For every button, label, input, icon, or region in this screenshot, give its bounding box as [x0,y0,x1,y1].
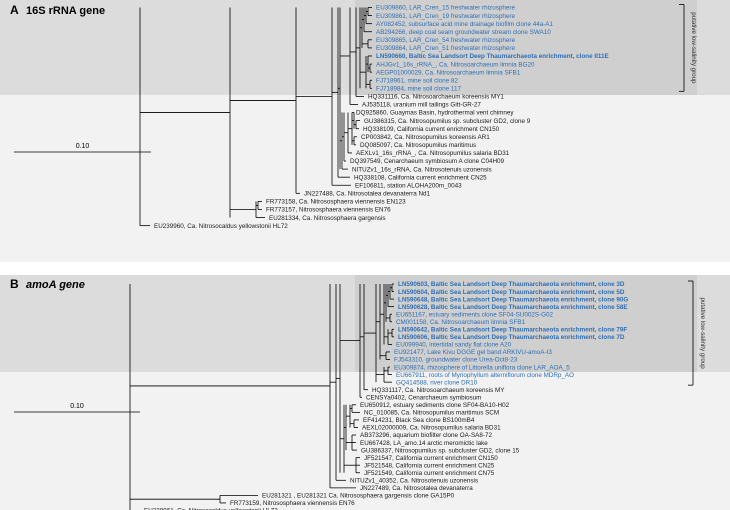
leaf-label: DQ925860, Guaymas Basin, hydrothermal ve… [356,110,514,117]
low-salinity-shade [355,0,697,95]
scale-bar-label: 0.10 [76,143,90,150]
leaf-label: FR773157, Nitrososphaera viennensis EN76 [266,207,391,214]
leaf-label: GU386337, Nitrosopumilus sp. subcluster … [361,447,520,454]
leaf-label: JN227488, Ca. Nitrosotalea devanaterra N… [304,191,431,198]
leaf-label: AEGP01000029, Ca. Nitrosoarchaeum limnia… [376,69,521,76]
leaf-label: JF521549, California current enrichment … [364,470,495,477]
leaf-label: EF414231, Black Sea clone BS100mB4 [363,417,475,424]
leaf-label: FJ718961, mine soil clone 82 [376,77,458,84]
group-label: putative low-salinity group [690,12,697,84]
leaf-label: LN590606, Baltic Sea Landsort Deep Thaum… [398,334,625,341]
panel-a: A 16S rRNA gene EU309860, LAR_Cren_15 fres… [0,0,730,262]
leaf-label: JF521548, California current enrichment … [364,462,495,469]
leaf-label: EU650912, estuary sediments clone SF04-B… [360,402,510,409]
leaf-label: EU651167, estuary sediments clone SF04-S… [396,311,554,318]
leaf-label: NITUZv1_40352, Ca. Nitrosotenuis uzonens… [350,478,478,485]
leaf-label: LN590660, Baltic Sea Landsort Deep Thaum… [376,53,609,60]
leaf-label: HQ338108, California current enrichment … [354,174,487,181]
leaf-label: CM001158, Ca. Nitrosoarchaeum limnia SFB… [396,319,526,326]
panel-letter: B [10,277,19,291]
leaf-label: EU239960, Ca. Nitrosocaldus yellowstonii… [154,223,288,230]
leaf-label: EU921477, Lake Kivu DGGE gel band ARKIVU… [394,349,552,356]
leaf-label: AHJGv1_16s_rRNA_, Ca. Nitrosoarchaeum li… [376,61,535,68]
panel-letter: A [10,3,19,17]
leaf-label: EU281321 , EU281321 Ca. Nitrososphaera g… [262,493,455,500]
leaf-label: HQ331117, Ca. Nitrosoarchaeum koreensis … [372,387,505,394]
leaf-label: AEXLv1_16s_rRNA_, Ca. Nitrosopumilus sal… [356,150,510,157]
leaf-label: LN590648, Baltic Sea Landsort Deep Thaum… [398,296,628,303]
leaf-label: AB373296, aquarium biofilter clone OA-SA… [360,432,492,439]
leaf-label: EU309860, LAR_Cren_15 freshwater rhizosp… [376,5,515,12]
leaf-label: AEXL02000009, Ca. Nitrosopumilus salaria… [362,425,501,432]
leaf-label: EU281334, Ca. Nitrososphaera gargensis [269,215,386,222]
leaf-label: HQ338109, California current enrichment … [363,126,500,133]
leaf-label: FR773159, Nitrososphaera viennensis EN76 [230,500,355,507]
leaf-label: CENSYa0402, Cenarchaeum symbiosum [366,394,481,401]
leaf-label: EU309864, LAR_Cren_51 freshwater rhizosp… [376,45,515,52]
leaf-label: FR773158, Ca. Nitrososphaera viennensis … [266,199,406,206]
leaf-label: HQ331116, Ca. Nitrosoarchaeum koreensis … [368,94,504,101]
leaf-label: LN590628, Baltic Sea Landsort Deep Thaum… [398,304,628,311]
leaf-label: JF521547, California current enrichment … [364,455,498,462]
leaf-label: GU386315, Ca. Nitrosopumilus sp. subclus… [364,118,531,125]
leaf-label: EU667911, roots of Myriophyllum alternif… [396,372,574,379]
leaf-label: EU099940, intertidal sandy flat clone A2… [396,342,512,349]
panel-title: amoA gene [26,279,85,291]
leaf-label: DQ397549, Cenarchaeum symbiosum A clone … [350,158,505,165]
leaf-label: EU309874, rhizosphere of Littorella unif… [394,364,570,371]
leaf-label: LN590603, Baltic Sea Landsort Deep Thaum… [398,281,625,288]
leaf-label: EU309861, LAR_Cren_19 freshwater rhizosp… [376,13,515,20]
leaf-label: EU239961, Ca. Nitrosocaldus yellowstonii… [144,508,278,510]
leaf-label: FJ543310, groundwater clone Urea-Oct8-23 [394,357,518,364]
scale-bar-label: 0.10 [70,403,84,410]
leaf-label: NITUZv1_16s_rRNA, Ca. Nitrosotenuis uzon… [352,166,492,173]
leaf-label: LN590604, Baltic Sea Landsort Deep Thaum… [398,289,625,296]
leaf-label: EF106811, station ALOHA200m_0043 [355,182,462,189]
leaf-label: EU667428, LA_amo.14 arctic meromictic la… [360,440,488,447]
leaf-label: AB294266, deep coal seam groundwater str… [376,29,551,36]
low-salinity-shade [355,275,697,372]
leaf-label: NC_010085, Ca. Nitrosopumilus maritimus … [364,410,499,417]
group-label: putative low-salinity group [699,297,706,369]
leaf-label: GQ414588, river clone DR10 [396,379,478,386]
leaf-label: EU309865, LAR_Cren_54 freshwater rhizosp… [376,37,515,44]
leaf-label: CP003842, Ca. Nitrosopumilus koreensis A… [361,134,490,141]
leaf-label: AJ535118, uranium mill tailings Gitt-GR-… [362,102,481,109]
leaf-label: LN590642, Baltic Sea Landsort Deep Thaum… [398,327,627,334]
leaf-label: FJ718984, mine soil clone 117 [376,86,461,93]
leaf-label: JN227489, Ca. Nitrosotalea devanaterra [360,485,473,492]
leaf-label: DQ085097, Ca. Nitrosopumilus maritimus [360,142,476,149]
leaf-label: AY082452, subsurface acid mine drainage … [376,21,554,28]
panel-title: 16S rRNA gene [26,5,105,17]
